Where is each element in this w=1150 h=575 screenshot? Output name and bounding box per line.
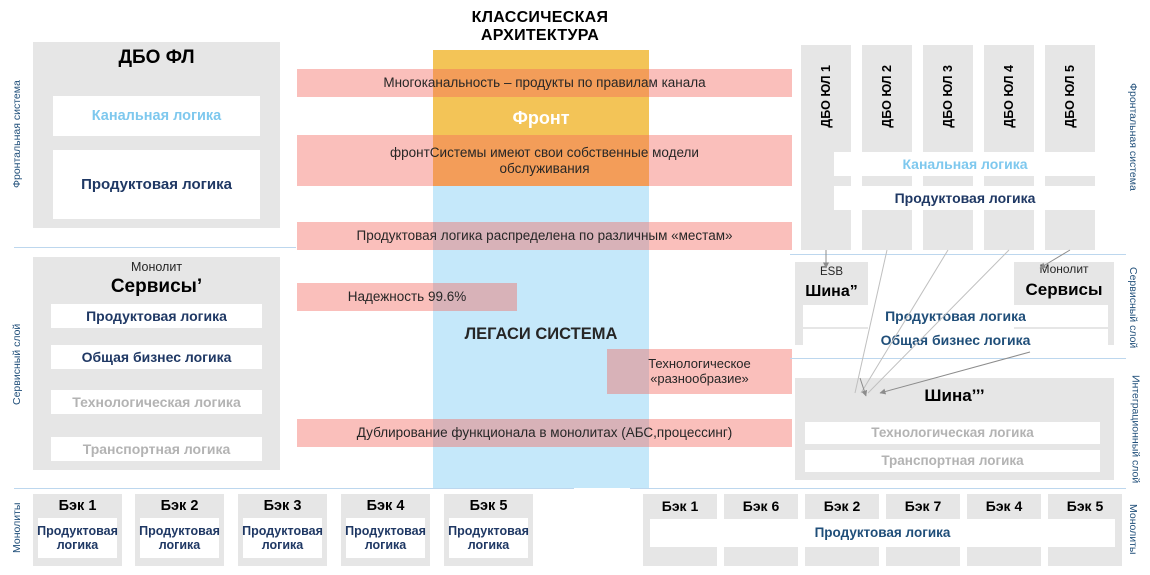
left-frontal-row-product[interactable]: Продуктовая логика [53,150,260,219]
right-divider-integration-monoliths [630,488,1126,489]
page-title-line2: АРХИТЕКТУРА [480,27,600,44]
right-channel-dbo-5-text: ДБО ЮЛ 5 [1062,64,1077,128]
page-title: КЛАССИЧЕСКАЯ АРХИТЕКТУРА [400,6,680,48]
left-divider-frontal-service [14,247,296,248]
left-monolith-1-body-line1: Продуктовая [37,523,118,538]
right-integration-row-technology[interactable]: Технологическая логика [805,422,1100,444]
left-axis-label-frontal: Фронтальная система [11,80,23,189]
right-channel-dbo-1-label: ДБО ЮЛ 1 [801,50,851,142]
right-divider-service-integration [790,358,1126,359]
right-esb-title: Шина” [805,282,858,300]
left-frontal-title: ДБО ФЛ [118,47,195,69]
left-service-row-business[interactable]: Общая бизнес логика [51,345,262,369]
right-monolith-shared-product-logic[interactable]: Продуктовая логика [650,519,1115,547]
right-monolith-3-title: Бэк 2 [823,497,861,514]
left-monolith-5-body: Продуктовая логика [448,518,529,558]
right-channel-dbo-5-label: ДБО ЮЛ 5 [1045,50,1095,142]
left-monolith-5-body-line2: логика [467,538,510,552]
right-channel-dbo-4[interactable] [984,45,1034,250]
right-divider-frontal-service [790,254,1126,255]
right-frontal-row-channel[interactable]: Канальная логика [834,152,1096,176]
right-channel-dbo-3-label: ДБО ЮЛ 3 [923,50,973,142]
callout-product-logic-spread: Продуктовая логика распределена по разли… [297,222,792,250]
right-axis-label-integration: Интеграционный слой [1129,375,1142,484]
left-monolith-4-title: Бэк 4 [366,497,405,514]
left-service-row-technology[interactable]: Технологическая логика [51,390,262,414]
left-frontal-row-channel[interactable]: Канальная логика [53,96,260,136]
right-channel-dbo-4-text: ДБО ЮЛ 4 [1001,64,1016,128]
right-channel-dbo-1[interactable] [801,45,851,250]
right-channel-dbo-4-label: ДБО ЮЛ 4 [984,50,1034,142]
legacy-band-label: ЛЕГАСИ СИСТЕМА [464,324,618,343]
callout-reliability: Надежность 99.6% [297,283,517,311]
front-band [433,50,649,186]
left-monolith-2-body-line2: логика [158,538,201,552]
right-axis-label-frontal: Фронтальная система [1127,83,1139,191]
left-monolith-3-title: Бэк 3 [263,497,302,514]
left-axis-label-service: Сервисный слой [11,323,23,406]
right-channel-dbo-2[interactable] [862,45,912,250]
left-monolith-5-title: Бэк 5 [469,497,508,514]
left-service-title: Сервисы’ [110,276,203,298]
right-channel-dbo-3[interactable] [923,45,973,250]
left-monolith-4-body: Продуктовая логика [345,518,426,558]
page-title-line1: КЛАССИЧЕСКАЯ [471,8,609,26]
right-monolith-6-title: Бэк 5 [1066,497,1104,514]
right-esb-kicker: ESB [819,266,843,279]
right-monolith-2-title: Бэк 6 [742,497,780,514]
right-channel-dbo-5[interactable] [1045,45,1095,250]
left-monolith-1-body-line2: логика [56,538,99,552]
right-service-row-product[interactable]: Продуктовая логика [803,305,1108,327]
right-services-title: Сервисы [1025,280,1103,300]
right-monolith-1-title: Бэк 1 [661,497,699,514]
right-integration-title: Шина’’’ [924,386,985,406]
left-monolith-5-body-line1: Продуктовая [448,523,529,538]
right-monolith-4-title: Бэк 7 [904,497,942,514]
left-monolith-3-body-line2: логика [261,538,304,552]
right-channel-dbo-2-text: ДБО ЮЛ 2 [879,64,894,128]
left-monolith-2-body: Продуктовая логика [139,518,220,558]
right-monolith-5-title: Бэк 4 [985,497,1023,514]
callout-multichannel: Многоканальность – продукты по правилам … [297,69,792,97]
left-service-row-transport[interactable]: Транспортная логика [51,437,262,461]
left-divider-service-monoliths [14,488,574,489]
left-monolith-1-body: Продуктовая логика [37,518,118,558]
left-monolith-1-title: Бэк 1 [58,497,97,514]
front-band-label: Фронт [512,107,570,128]
left-service-row-product[interactable]: Продуктовая логика [51,304,262,328]
callout-duplication: Дублирование функционала в монолитах (АБ… [297,419,792,447]
right-integration-row-transport[interactable]: Транспортная логика [805,450,1100,472]
legacy-band [433,186,649,488]
callout-front-systems: фронтСистемы имеют свои собственные моде… [297,135,792,186]
left-monolith-2-title: Бэк 2 [160,497,199,514]
right-channel-dbo-1-text: ДБО ЮЛ 1 [818,64,833,128]
left-monolith-2-body-line1: Продуктовая [139,523,220,538]
right-services-kicker: Монолит [1039,262,1089,277]
left-monolith-4-body-line2: логика [364,538,407,552]
right-frontal-row-product[interactable]: Продуктовая логика [834,186,1096,210]
callout-tech-diversity: Технологическое «разнообразие» [607,349,792,394]
left-monolith-4-body-line1: Продуктовая [345,523,426,538]
right-service-row-business[interactable]: Общая бизнес логика [803,329,1108,351]
right-channel-dbo-3-text: ДБО ЮЛ 3 [940,64,955,128]
left-axis-label-monoliths: Монолиты [11,502,23,553]
left-monolith-3-body-line1: Продуктовая [242,523,323,538]
right-channel-dbo-2-label: ДБО ЮЛ 2 [862,50,912,142]
left-monolith-3-body: Продуктовая логика [242,518,323,558]
right-axis-label-service: Сервисный слой [1127,267,1139,349]
left-service-kicker: Монолит [130,259,183,274]
right-axis-label-monoliths: Монолиты [1127,504,1139,555]
